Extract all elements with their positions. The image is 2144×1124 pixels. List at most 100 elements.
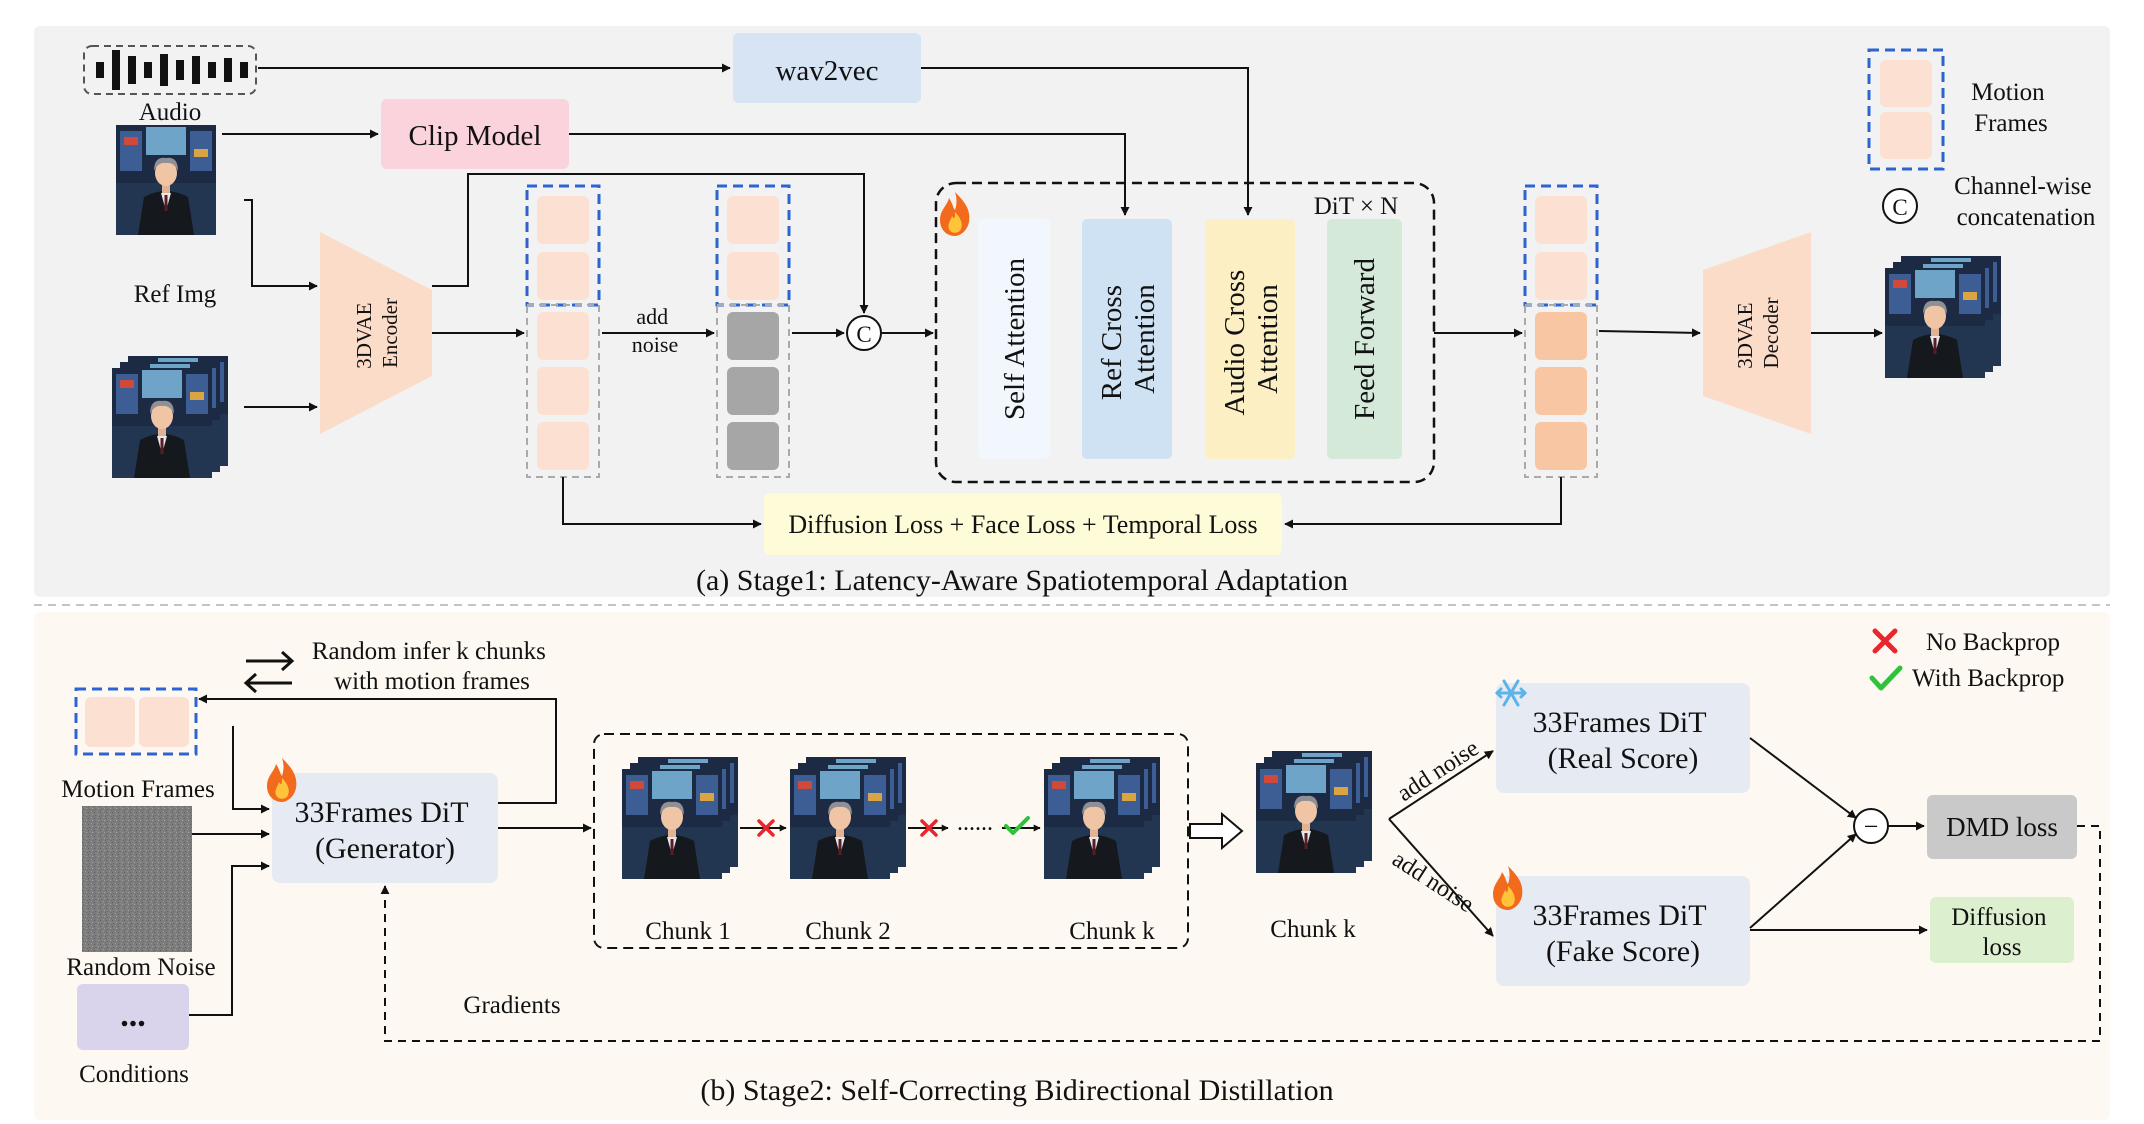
diffusion-loss-box (1930, 897, 2074, 963)
chunk-1-frames (622, 757, 738, 879)
chunk-k-output-label: Chunk k (1270, 916, 1356, 943)
chunk-ellipsis: ...... (957, 810, 993, 836)
ref-cross-attention-label: Ref Cross Attention (1096, 278, 1161, 400)
chunk-2-frames (790, 757, 906, 879)
stage2-motion-frames-label: Motion Frames (61, 776, 214, 803)
ref-img-label: Ref Img (134, 281, 217, 308)
no-backprop-cross-icon (1872, 628, 1898, 654)
generator-fire-icon (267, 758, 297, 802)
random-noise-image (82, 806, 192, 952)
vae-decoder-label: 3DVAE Decoder (1733, 297, 1783, 368)
random-noise-label: Random Noise (66, 954, 215, 981)
input-video-frames (112, 356, 228, 478)
latent-cell (1535, 252, 1587, 300)
ref-cross-attention-block (1082, 219, 1172, 459)
noisy-cell (727, 312, 779, 360)
random-infer-label: Random infer k chunks with motion frames (312, 638, 552, 695)
chunk-1-label: Chunk 1 (645, 918, 730, 945)
noisy-cell (727, 422, 779, 470)
gradients-label: Gradients (463, 992, 560, 1019)
gradients-feedback-line (380, 825, 2101, 1042)
legend-motion-frames-swatch (1867, 48, 1945, 171)
wav2vec-label: wav2vec (775, 55, 878, 87)
latent-cell (727, 252, 779, 300)
chunk-k-frames (1044, 757, 1160, 879)
legend-concat-label: Channel-wise concatenation (1954, 173, 2098, 231)
add-noise-label: add noise (632, 304, 678, 357)
dit-n-label: DiT × N (1314, 193, 1398, 220)
stage1-loss-label: Diffusion Loss + Face Loss + Temporal Lo… (788, 510, 1257, 539)
concat-icon (846, 315, 882, 351)
fake-score-fire-icon (1493, 866, 1523, 910)
dmd-loss-box (1927, 795, 2077, 859)
snowflake-icon (1495, 679, 1527, 707)
chunk-k-output-frames (1256, 751, 1372, 873)
audio-waveform-icon (83, 45, 257, 95)
clip-model-box (381, 99, 569, 169)
fake-score-box (1496, 876, 1750, 986)
conditions-box (77, 984, 189, 1050)
no-backprop-label: No Backprop (1926, 629, 2060, 656)
latent-cell (537, 422, 589, 470)
stage2-connectors (189, 694, 1928, 1016)
stage2-motion-frames-group (74, 687, 198, 756)
stage1-loss-box (764, 493, 1282, 555)
legend-cell (1880, 60, 1932, 107)
minus-symbol: − (1864, 812, 1879, 841)
ref-image (116, 125, 216, 235)
clip-model-label: Clip Model (409, 120, 542, 152)
conditions-label: Conditions (79, 1061, 189, 1088)
audio-cross-attention-block (1205, 219, 1295, 459)
feed-forward-label: Feed Forward (1349, 258, 1381, 420)
self-attention-label: Self Attention (999, 258, 1031, 420)
latent-group-2 (716, 304, 790, 478)
stage1-connectors (222, 63, 1883, 529)
fake-score-label: 33Frames DiT (Fake Score) (1532, 899, 1713, 968)
latent-cell (537, 367, 589, 415)
stage2-motion-cell (139, 697, 189, 747)
output-video-frames (1885, 256, 2001, 378)
stage2-motion-cell (85, 697, 135, 747)
diffusion-loss-label: Diffusion loss (1951, 904, 2053, 961)
hollow-arrow (1189, 811, 1244, 851)
output-cell (1535, 312, 1587, 360)
concat-symbol: C (856, 322, 871, 347)
audio-label: Audio (139, 99, 202, 126)
wav2vec-box (733, 33, 921, 103)
latent-cell (537, 196, 589, 244)
output-cell (1535, 367, 1587, 415)
generator-box (272, 773, 498, 883)
real-score-box (1496, 683, 1750, 793)
chunk-k-label: Chunk k (1069, 918, 1155, 945)
vae-encoder-label: 3DVAE Encoder (352, 297, 402, 368)
with-backprop-label: With Backprop (1912, 665, 2064, 692)
real-score-label: 33Frames DiT (Real Score) (1532, 706, 1713, 775)
chunk-2-label: Chunk 2 (805, 918, 890, 945)
self-attention-block (978, 219, 1050, 459)
with-backprop-check-icon (1869, 665, 1903, 691)
latent-cell (537, 312, 589, 360)
generator-label: 33Frames DiT (Generator) (294, 796, 475, 865)
output-cell (1535, 422, 1587, 470)
dit-block-group (934, 181, 1436, 484)
chunk-check-icon (1004, 816, 1030, 835)
legend-concat-icon (1882, 188, 1918, 224)
feed-forward-block (1327, 219, 1402, 459)
legend-concat-symbol: C (1892, 195, 1907, 220)
vae-encoder-box (320, 232, 432, 434)
latent-cell (727, 196, 779, 244)
chunk-cross-icon (920, 819, 938, 837)
noisy-cell (727, 367, 779, 415)
latent-cell (537, 252, 589, 300)
latent-cell (1535, 196, 1587, 244)
fire-icon (940, 192, 970, 236)
chunk-cross-icon (757, 819, 775, 837)
legend-cell (1880, 112, 1932, 159)
stage2-caption: (b) Stage2: Self-Correcting Bidirectiona… (700, 1074, 1333, 1107)
loop-arrows-icon (243, 650, 295, 694)
conditions-symbol: ... (120, 997, 146, 1034)
legend-motion-frames-label: Motion Frames (1971, 79, 2051, 137)
audio-cross-attention-label: Audio Cross Attention (1219, 262, 1284, 415)
stage1-caption: (a) Stage1: Latency-Aware Spatiotemporal… (696, 564, 1348, 597)
